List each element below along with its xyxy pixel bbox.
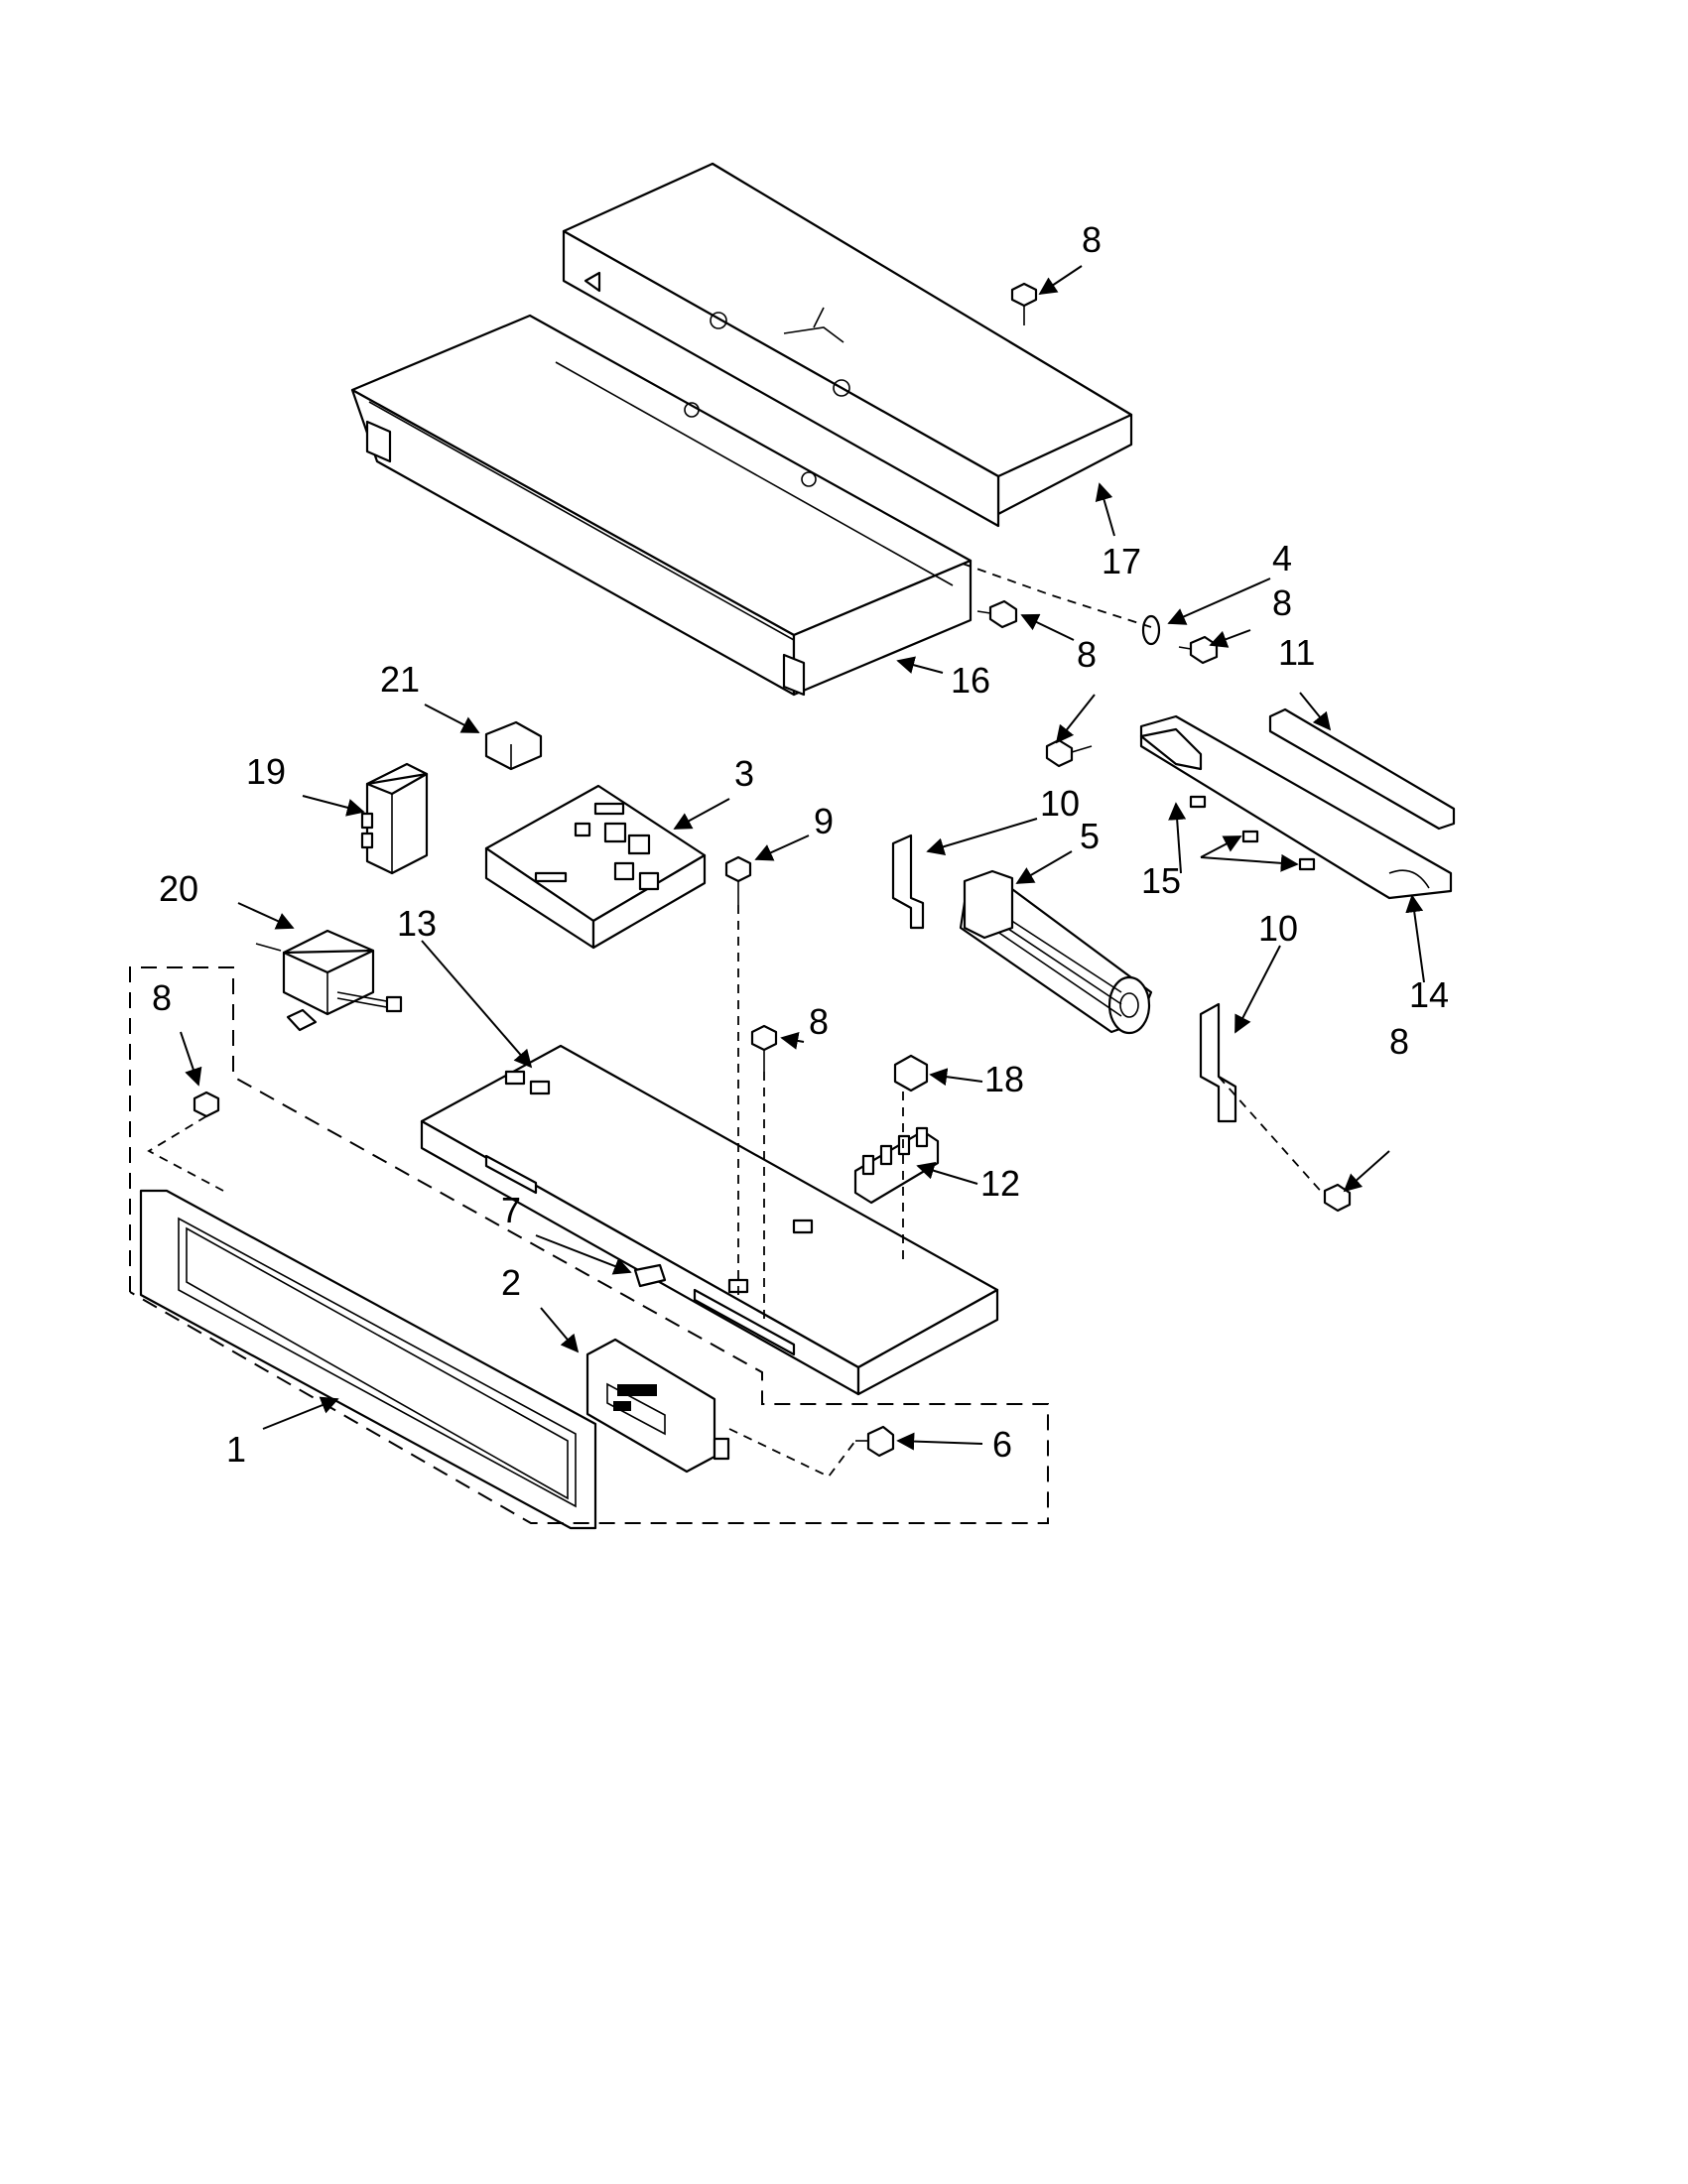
display-control-module [585, 1338, 730, 1474]
callout-8-right: 8 [1389, 1021, 1409, 1062]
fan-bracket-upper [891, 834, 925, 930]
callout-8-washer: 8 [1272, 582, 1292, 623]
callout-2: 2 [501, 1262, 521, 1303]
callout-14: 14 [1409, 974, 1449, 1015]
callout-8-left: 8 [152, 977, 172, 1018]
upper-top-panel [562, 162, 1133, 528]
callout-11: 11 [1278, 632, 1315, 673]
screw-rail [1045, 738, 1093, 768]
leader-arrows [180, 265, 1425, 1451]
callout-6: 6 [992, 1424, 1012, 1465]
callout-8-top: 8 [1082, 219, 1102, 260]
screw-left [193, 1091, 220, 1118]
screw-mid [750, 1024, 778, 1072]
control-panel-base [420, 1044, 999, 1396]
callout-5: 5 [1080, 816, 1100, 856]
callout-1: 1 [226, 1429, 246, 1470]
callout-17: 17 [1102, 541, 1141, 581]
fan-bracket-lower [1199, 1002, 1237, 1123]
transformer [255, 929, 403, 1032]
callout-labels: 8 17 4 8 11 8 16 21 19 3 9 10 5 15 20 13… [152, 219, 1449, 1470]
callout-16: 16 [951, 660, 990, 701]
callout-15: 15 [1141, 860, 1181, 901]
callout-8-mid: 8 [809, 1001, 829, 1042]
screw-4 [1178, 635, 1219, 665]
small-clip [633, 1263, 667, 1288]
assembly-lines [129, 563, 1326, 1524]
terminal-block [853, 1126, 940, 1205]
callout-10-upper: 10 [1040, 783, 1080, 824]
callout-13: 13 [397, 903, 437, 944]
relay [360, 762, 429, 875]
callout-3: 3 [734, 753, 754, 794]
callout-21: 21 [380, 659, 420, 700]
pin-set [1189, 795, 1316, 871]
callout-20: 20 [159, 868, 198, 909]
callout-10-lower: 10 [1258, 908, 1298, 949]
electronic-control-board [484, 784, 707, 950]
lower-top-panel [350, 314, 973, 697]
insulation-strip [1268, 707, 1456, 831]
callout-9: 9 [814, 801, 834, 841]
callout-18: 18 [984, 1059, 1024, 1099]
screw-top-right [1010, 282, 1038, 325]
callout-7: 7 [501, 1190, 521, 1230]
screw-9 [724, 855, 752, 905]
screw-16 [976, 599, 1018, 629]
callout-4: 4 [1272, 538, 1292, 578]
control-panel-trim [139, 1189, 597, 1530]
callout-19: 19 [246, 751, 286, 792]
blower-fan [959, 869, 1153, 1035]
callout-12: 12 [980, 1163, 1020, 1204]
hex-nut [893, 1054, 929, 1092]
callout-8-upper-panel: 8 [1077, 634, 1097, 675]
screw-6 [855, 1425, 895, 1458]
washer-4 [1141, 614, 1161, 646]
small-bracket [484, 720, 543, 771]
